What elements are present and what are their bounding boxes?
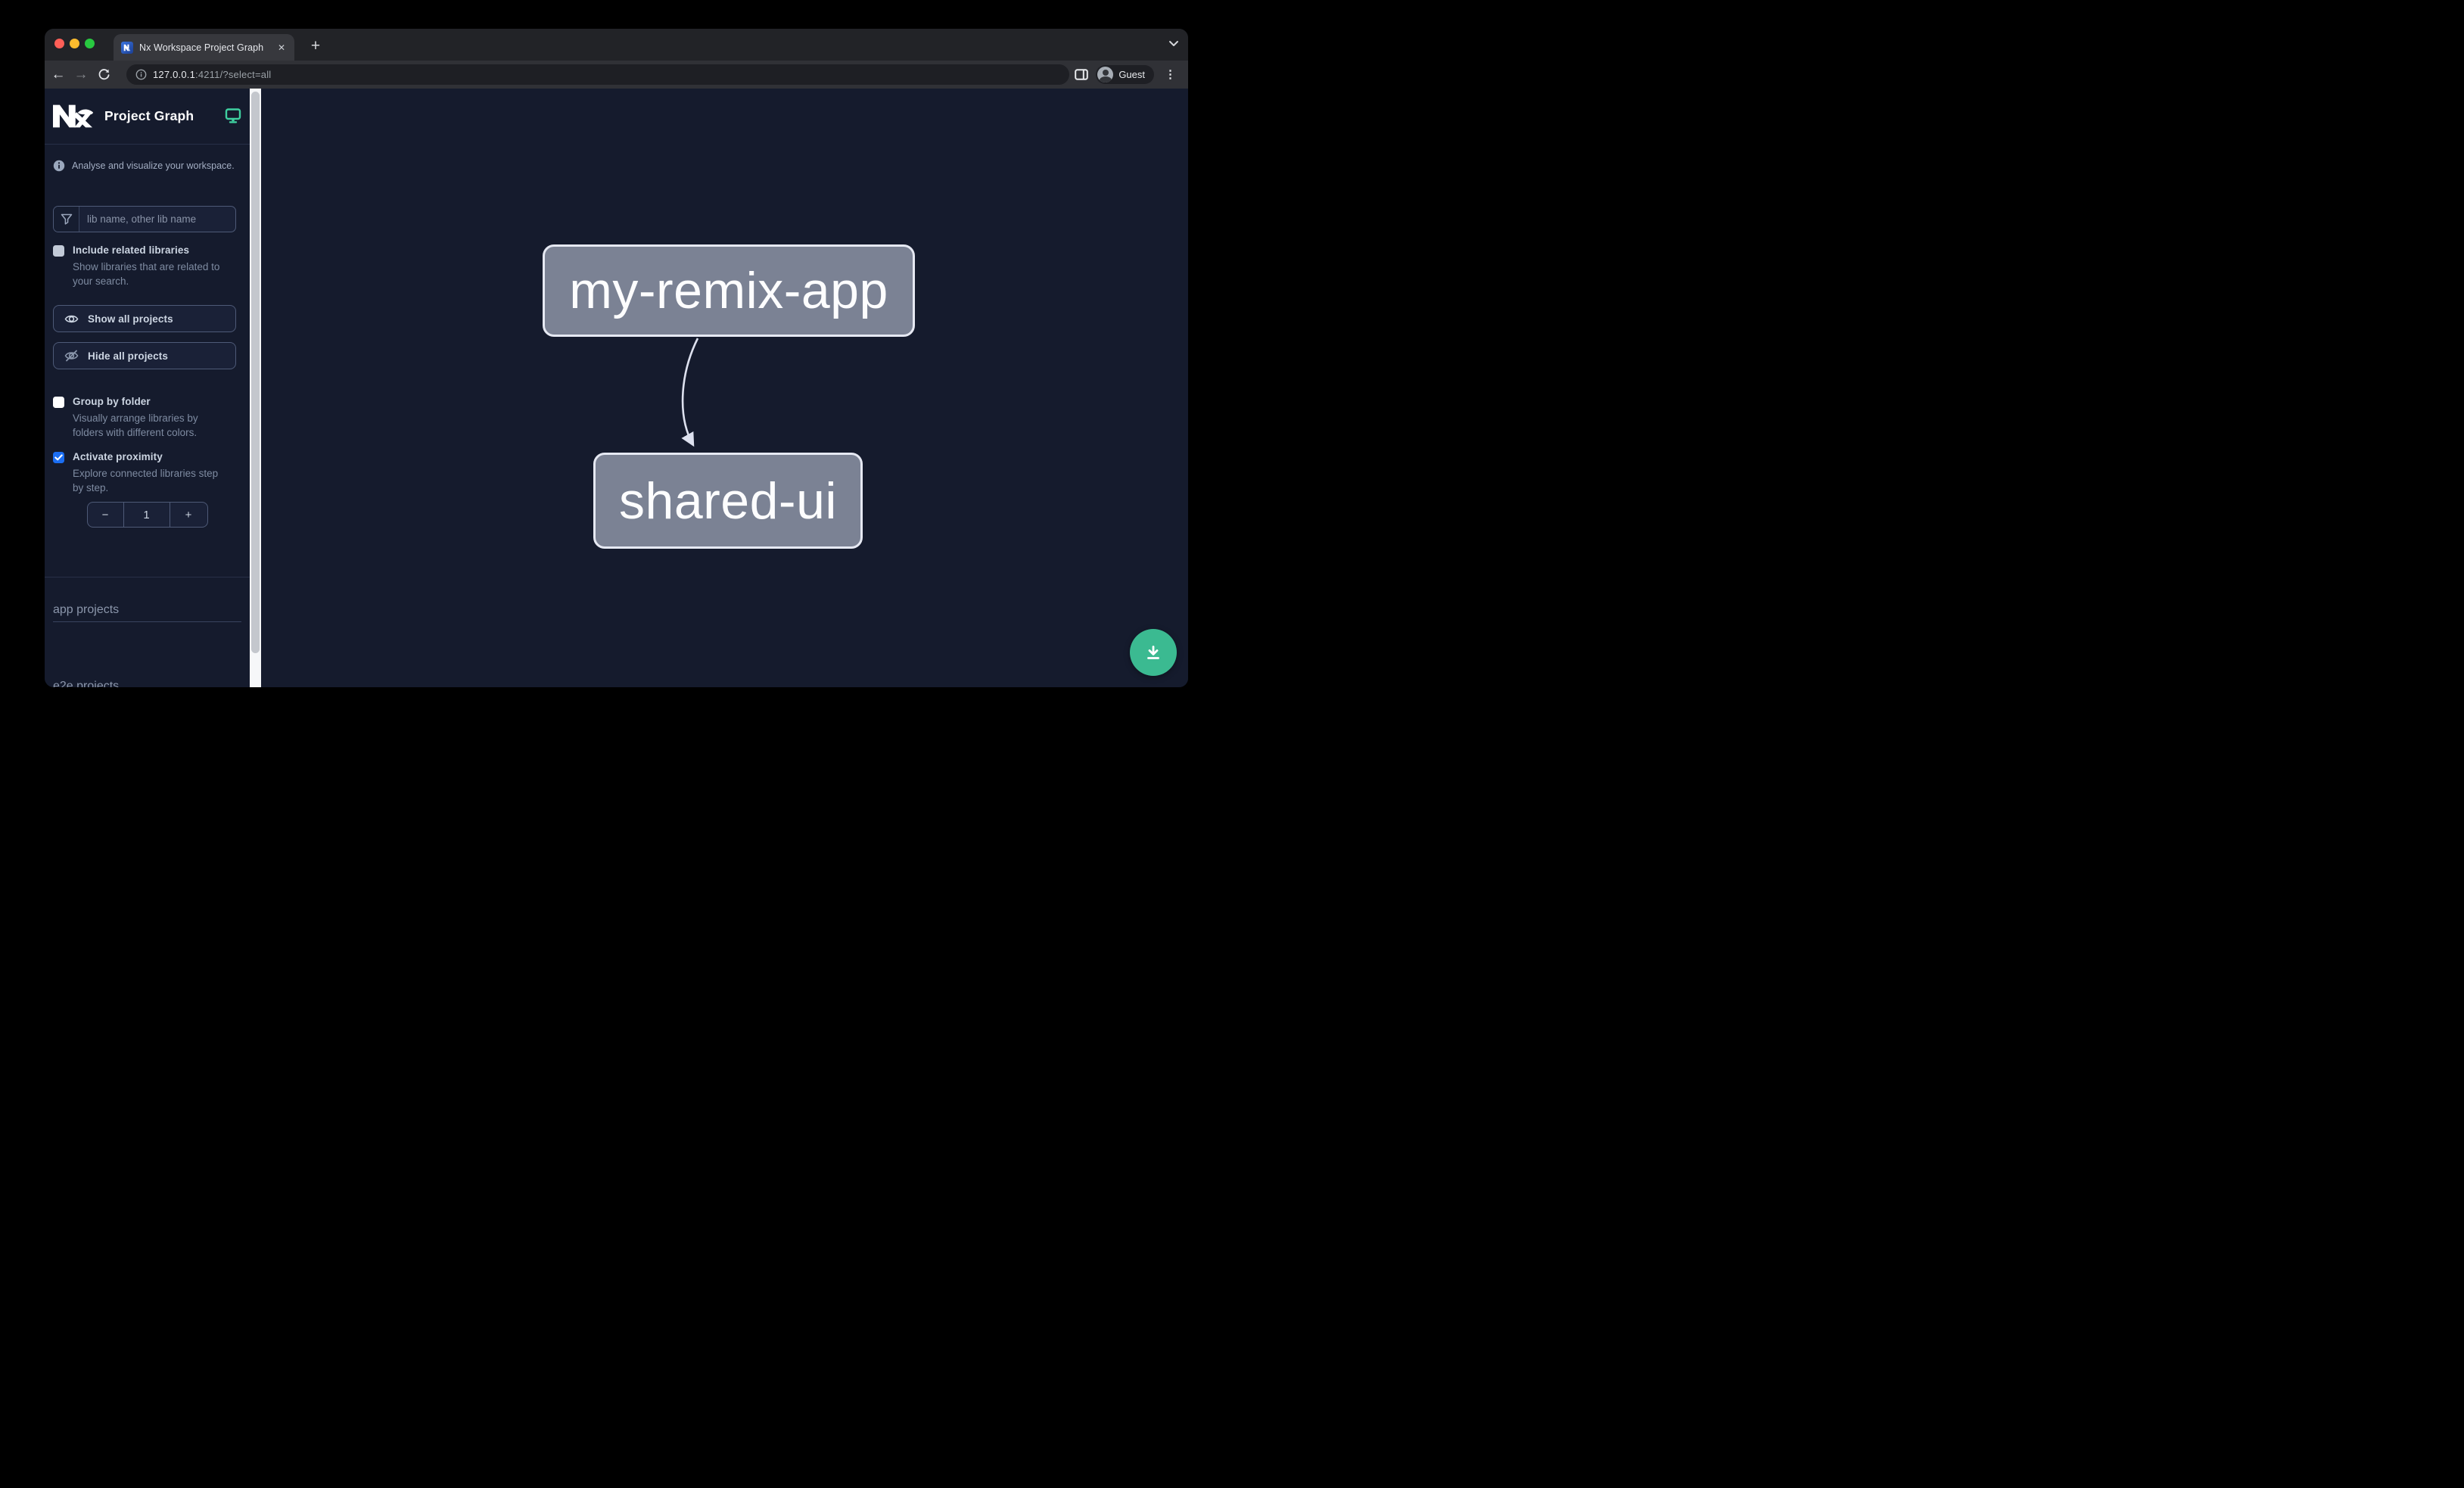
checkbox-activate-proximity[interactable]: Activate proximity Explore connected lib… xyxy=(53,450,241,495)
site-info-icon[interactable] xyxy=(135,69,147,80)
sidebar-header: Project Graph xyxy=(45,89,250,145)
back-button[interactable]: ← xyxy=(51,66,66,82)
toolbar-right: Guest ⋮ xyxy=(1075,61,1188,89)
graph-node-my-remix-app[interactable]: my-remix-app xyxy=(543,244,915,337)
eye-icon xyxy=(64,315,79,322)
tab-title: Nx Workspace Project Graph xyxy=(139,42,264,53)
checkbox-include-related-box[interactable] xyxy=(53,245,64,257)
checkbox-label: Activate proximity xyxy=(73,451,163,462)
browser-menu-button[interactable]: ⋮ xyxy=(1165,68,1176,81)
hide-all-projects-button[interactable]: Hide all projects xyxy=(53,342,236,369)
nx-favicon-icon xyxy=(121,41,133,54)
checkbox-activate-proximity-box[interactable] xyxy=(53,452,64,463)
checkbox-description: Explore connected libraries step by step… xyxy=(73,468,219,493)
stepper-increment-button[interactable]: + xyxy=(169,503,207,527)
new-tab-button[interactable]: + xyxy=(310,37,321,54)
close-window-button[interactable] xyxy=(54,39,64,48)
page-content: Project Graph Analyse and xyxy=(45,89,1188,687)
nx-logo xyxy=(53,104,93,128)
url-path: :4211/?select=all xyxy=(195,69,272,80)
tab-strip: Nx Workspace Project Graph ✕ + xyxy=(45,29,1188,61)
scrollbar-thumb[interactable] xyxy=(251,92,260,653)
tagline-row: Analyse and visualize your workspace. xyxy=(53,160,241,172)
search-input[interactable] xyxy=(79,207,235,232)
sidebar-scrollbar[interactable] xyxy=(250,89,261,687)
checkbox-label: Group by folder xyxy=(73,396,151,407)
url-host: 127.0.0.1 xyxy=(153,69,196,80)
eye-off-icon xyxy=(64,350,79,362)
tab-nx-workspace[interactable]: Nx Workspace Project Graph ✕ xyxy=(114,34,294,61)
tagline-text: Analyse and visualize your workspace. xyxy=(72,160,235,171)
app-title: Project Graph xyxy=(104,108,194,123)
info-icon xyxy=(53,160,65,172)
forward-button[interactable]: → xyxy=(73,66,89,82)
graph-node-shared-ui[interactable]: shared-ui xyxy=(593,453,863,549)
download-icon xyxy=(1147,646,1159,659)
sidebar: Project Graph Analyse and xyxy=(45,89,250,687)
tab-close-icon[interactable]: ✕ xyxy=(277,42,285,53)
browser-toolbar: ← → 127.0.0.1:4211/?select=all xyxy=(45,61,1188,89)
show-all-projects-label: Show all projects xyxy=(88,313,173,325)
checkbox-description: Visually arrange libraries by folders wi… xyxy=(73,412,198,438)
section-header[interactable]: e2e projects xyxy=(53,679,241,687)
show-all-projects-button[interactable]: Show all projects xyxy=(53,305,236,332)
checkbox-group-by-folder-box[interactable] xyxy=(53,397,64,408)
sidebar-body: Analyse and visualize your workspace. xyxy=(45,160,250,528)
stepper-value: 1 xyxy=(143,508,150,521)
profile-button[interactable]: Guest xyxy=(1096,65,1154,84)
checkbox-label: Include related libraries xyxy=(73,244,190,256)
checkbox-include-related[interactable]: Include related libraries Show libraries… xyxy=(53,244,241,288)
monitor-icon[interactable] xyxy=(225,108,241,124)
section-app-projects: app projects xyxy=(53,577,241,622)
window-controls xyxy=(54,39,95,48)
url-text: 127.0.0.1:4211/?select=all xyxy=(153,69,271,80)
check-icon xyxy=(54,454,63,461)
tab-list-chevron-icon[interactable] xyxy=(1168,40,1179,47)
avatar-icon xyxy=(1097,67,1114,82)
filter-icon xyxy=(54,207,79,232)
proximity-stepper: − 1 + xyxy=(86,502,208,528)
profile-label: Guest xyxy=(1118,69,1145,80)
download-graph-button[interactable] xyxy=(1130,629,1177,676)
stepper-decrement-button[interactable]: − xyxy=(88,503,124,527)
side-panel-button[interactable] xyxy=(1075,69,1089,80)
search-box xyxy=(53,206,236,232)
address-bar[interactable]: 127.0.0.1:4211/?select=all xyxy=(126,64,1069,85)
browser-window: Nx Workspace Project Graph ✕ + ← → xyxy=(45,29,1188,687)
dependency-edge xyxy=(681,338,699,447)
hide-all-projects-label: Hide all projects xyxy=(88,350,168,362)
zoom-window-button[interactable] xyxy=(85,39,95,48)
checkbox-description: Show libraries that are related to your … xyxy=(73,261,220,287)
section-e2e-projects: e2e projects xyxy=(53,622,241,687)
checkbox-group-by-folder[interactable]: Group by folder Visually arrange librari… xyxy=(53,395,241,440)
reload-button[interactable] xyxy=(92,64,115,86)
section-header[interactable]: app projects xyxy=(53,602,241,622)
minimize-window-button[interactable] xyxy=(70,39,79,48)
graph-canvas[interactable]: my-remix-app shared-ui xyxy=(261,89,1188,687)
screen: Nx Workspace Project Graph ✕ + ← → xyxy=(0,0,1232,744)
